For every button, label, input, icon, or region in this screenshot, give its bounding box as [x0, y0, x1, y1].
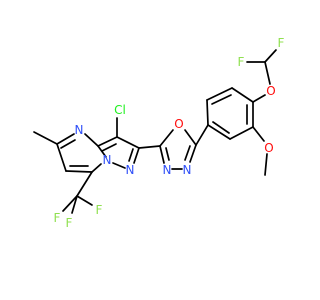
atom-oxygen-ether: O	[266, 84, 275, 98]
bond-c5-c6	[56, 143, 67, 172]
bond-ph-o-ether	[252, 94, 266, 103]
bond-c2-n2-double	[128, 148, 134, 162]
molecule-structure: Cl N N N O N N F F F O F F O	[33, 36, 285, 230]
bond-c7-n7a	[91, 163, 102, 173]
bond-ph-c1-c2	[206, 99, 209, 126]
bond-c3a-c3-double	[101, 143, 117, 152]
bond-n2-n1	[112, 162, 126, 169]
atom-fluorine-chf2-2: F	[278, 36, 285, 50]
bond-oxa-o1-c5	[184, 129, 197, 146]
bond-ph-c5-c6	[229, 126, 254, 140]
atom-chlorine: Cl	[114, 103, 126, 117]
bond-oxa-c5-n4-double	[184, 145, 191, 161]
bond-ph-c3-c4	[231, 87, 254, 103]
bond-c2-n2	[133, 147, 140, 164]
molecule-canvas: Cl N N N O N N F F F O F F O	[33, 36, 285, 230]
bond-c2-oxadiazole	[138, 145, 161, 149]
bond-ph-c6-c1	[207, 124, 231, 140]
atom-nitrogen-pyrazole: N	[126, 163, 135, 177]
bond-cf3-f1	[62, 195, 78, 212]
bond-c3-c2	[116, 136, 140, 149]
bond-cf3-f3	[71, 195, 78, 214]
bond-c7-cf3	[76, 171, 93, 197]
bond-c5-methyl	[33, 131, 58, 145]
bond-oxa-c5-n4	[189, 144, 197, 163]
atom-fluorine-chf2-1: F	[238, 55, 245, 69]
bond-oxa-c2-o1	[159, 129, 174, 147]
bond-n4-c5-double	[60, 139, 76, 149]
bond-cf3-f2	[76, 195, 93, 206]
atom-fluorine-cf3-2: F	[96, 203, 103, 217]
atom-fluorine-cf3-3: F	[66, 216, 73, 230]
atom-nitrogen-bridge: N	[103, 153, 112, 167]
bond-ph-c2-c3	[206, 87, 233, 101]
bond-oxadiazole-phenyl	[195, 124, 209, 146]
atom-fluorine-cf3-1: F	[54, 211, 61, 225]
atom-nitrogen-oxadiazole-2: N	[183, 163, 192, 177]
atom-oxygen-oxadiazole: O	[174, 117, 183, 131]
bond-c6-c7	[65, 170, 93, 173]
bond-o-chf2	[264, 61, 271, 85]
bond-layer	[33, 49, 277, 214]
bond-c3a-c3	[97, 136, 118, 147]
bond-oxa-n3-c2-double	[165, 147, 170, 161]
bond-ph-c6-c1-double	[212, 121, 230, 134]
bond-ph-o-methoxy	[252, 126, 265, 142]
atom-oxygen-methoxy: O	[264, 141, 273, 155]
bond-c3a-n4	[84, 133, 99, 147]
bond-ph-c2-c3-double	[211, 94, 232, 105]
bond-chf2-f2	[264, 49, 277, 63]
atom-nitrogen-pyrimidine: N	[75, 123, 84, 137]
atom-nitrogen-oxadiazole-1: N	[163, 163, 172, 177]
bond-oxa-n3-c2	[159, 145, 165, 164]
bond-methoxy-ch3	[264, 153, 268, 176]
bond-n4-c5	[56, 133, 75, 145]
atom-label-layer: Cl N N N O N N F F F O F F O	[54, 36, 285, 230]
